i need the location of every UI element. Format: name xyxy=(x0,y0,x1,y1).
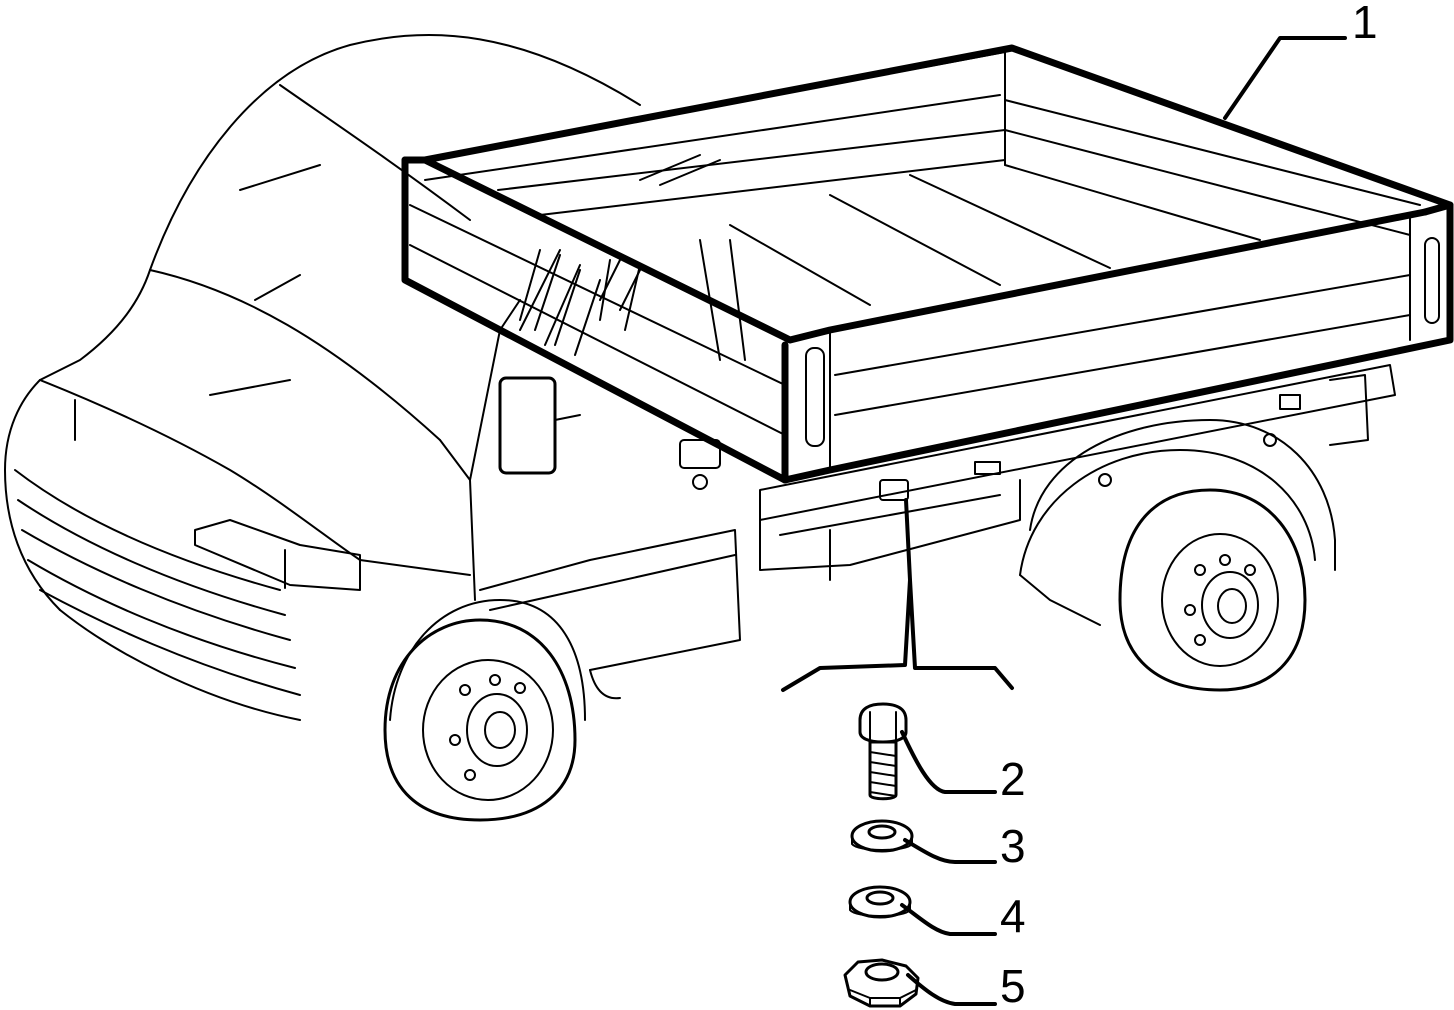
flat-washer-part xyxy=(850,819,914,853)
rear-wheel xyxy=(1019,419,1336,692)
callout-3: 3 xyxy=(1000,820,1026,872)
truck-cab xyxy=(4,34,746,721)
spring-washer-part xyxy=(848,885,912,919)
callout-5: 5 xyxy=(1000,960,1026,1010)
chassis-frame xyxy=(759,364,1396,581)
front-wheel xyxy=(383,599,586,822)
bolt-part xyxy=(858,702,908,801)
callout-1: 1 xyxy=(1352,0,1378,48)
callout-2: 2 xyxy=(1000,753,1026,805)
callout-4: 4 xyxy=(1000,890,1026,942)
cargo-body-assembly xyxy=(401,44,1454,484)
leader-lines xyxy=(781,36,1347,1006)
hex-nut-part xyxy=(843,958,920,1008)
